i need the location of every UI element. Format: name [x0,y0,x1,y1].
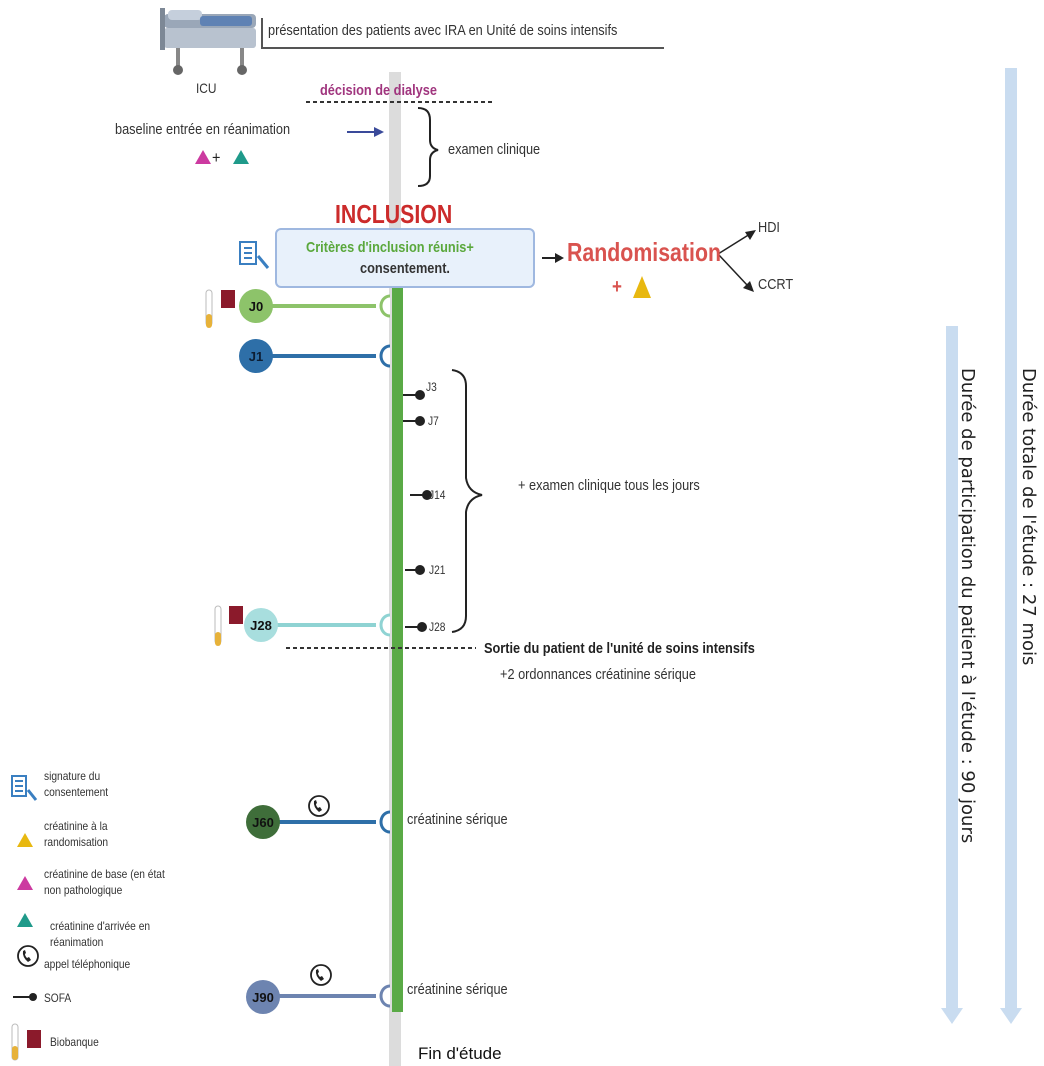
sofa-ticks [403,390,432,632]
sofa-label-j7: J7 [428,414,439,428]
consent-icon [239,241,270,269]
daily-exam-label: + examen clinique tous les jours [518,477,700,494]
baseline-plus: + [212,148,221,167]
biobank-icon-j0 [205,289,235,328]
legend-biobank: Biobanque [50,1035,99,1049]
day-j60: J60 [246,805,280,839]
biobank-icon-j28 [214,605,243,646]
green-timeline [392,286,403,1012]
exam-label: examen clinique [448,141,541,158]
phone-icon-j60 [308,795,330,817]
legend-creat-arrival: créatinine d'arrivée en réanimation [50,919,151,949]
exit-detail: +2 ordonnances créatinine sérique [500,666,696,683]
triangle-teal-icon [233,150,249,164]
day-j0: J0 [239,289,273,323]
randomisation-plus: + [612,276,622,298]
legend-phone-icon [17,945,39,967]
j0-hook [379,294,391,318]
randomisation-label: Randomisation [567,237,721,267]
phone-icon-j90 [310,964,332,986]
criteria-box [275,228,535,288]
j28-hook [379,613,391,637]
legend-yellow-triangle-icon [17,833,33,847]
end-label: Fin d'étude [418,1044,502,1063]
triangle-magenta-icon [195,150,211,164]
legend-creat-base: créatinine de base (en état non patholog… [44,867,165,897]
to-randomisation-arrow [542,253,564,263]
j90-hook [379,984,391,1008]
randomisation-arms [717,230,756,292]
arm-hdi: HDI [758,219,780,236]
legend-sofa: SOFA [44,991,72,1005]
day-j28: J28 [244,608,278,642]
duration-total-arrow [1000,68,1022,1024]
icu-bed-icon [160,8,256,75]
header-title: présentation des patients avec IRA en Un… [268,22,618,39]
daily-exam-brace [451,369,483,633]
j90-creatinine-label: créatinine sérique [407,981,508,998]
j60-hook [379,810,391,834]
inclusion-title: INCLUSION [335,199,453,229]
criteria-line1: Critères d'inclusion réunis+ [306,239,474,256]
exam-brace [417,107,439,187]
j1-hook [379,344,391,368]
duration-total-label: Durée totale de l'étude : 27 mois [1018,368,1039,666]
decision-label: décision de dialyse [320,82,437,99]
legend-consent-icon [11,775,38,801]
legend-biobank-icon [11,1023,41,1061]
legend-phone: appel téléphonique [44,957,131,971]
triangle-yellow-icon [633,276,651,298]
day-j1: J1 [239,339,273,373]
sofa-label-j21: J21 [429,563,446,577]
icu-label: ICU [196,80,217,96]
legend-magenta-triangle-icon [17,876,33,890]
criteria-line2: consentement. [360,260,450,277]
day-j90: J90 [246,980,280,1014]
baseline-arrow [347,127,384,137]
sofa-label-j3: J3 [426,380,437,394]
arm-ccrt: CCRT [758,276,794,293]
duration-participation-label: Durée de participation du patient à l'ét… [957,368,978,844]
j60-creatinine-label: créatinine sérique [407,811,508,828]
baseline-label: baseline entrée en réanimation [115,121,291,138]
duration-participation-arrow [941,326,963,1024]
legend-teal-triangle-icon [17,913,33,927]
header-rule [261,18,664,49]
legend-sofa-icon [13,993,37,1001]
legend-consent: signature du consentement [44,769,109,799]
sofa-label-j28: J28 [429,620,446,634]
sofa-label-j14: J14 [429,488,446,502]
legend-creat-rando: créatinine à la randomisation [44,819,109,849]
exit-title: Sortie du patient de l'unité de soins in… [484,640,755,657]
